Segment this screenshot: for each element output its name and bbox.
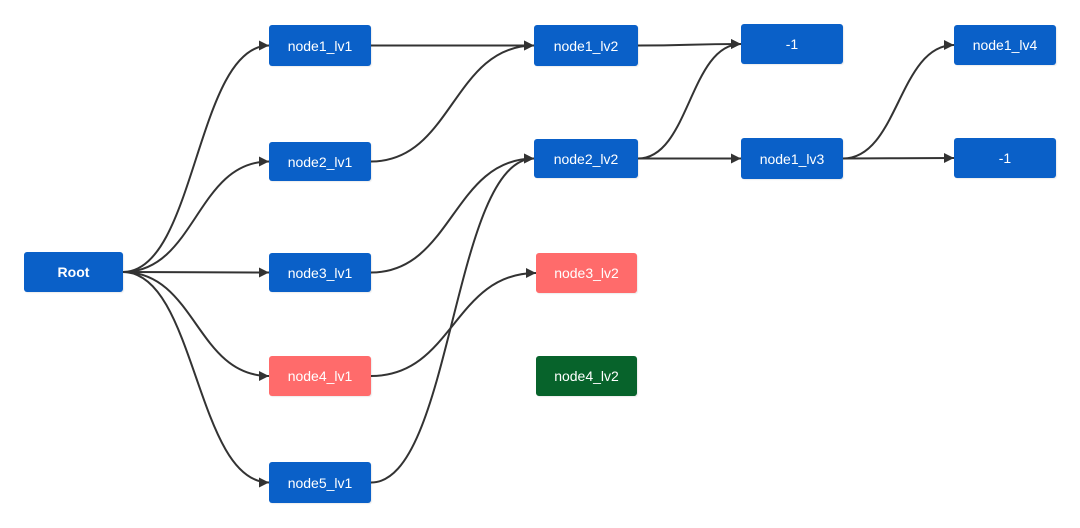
node-node1-lv2[interactable]: node1_lv2 <box>534 25 638 66</box>
node-root[interactable]: Root <box>24 252 123 292</box>
node-node3-lv2[interactable]: node3_lv2 <box>536 253 637 293</box>
edge-root-to-node4-lv1 <box>122 271 270 381</box>
node-node1-lv3[interactable]: node1_lv3 <box>741 138 843 179</box>
node-node1-lv4[interactable]: node1_lv4 <box>954 25 1056 65</box>
edge-root-to-node2-lv1 <box>122 156 270 273</box>
node-neg1-b[interactable]: -1 <box>954 138 1056 178</box>
edge-root-to-node3-lv1 <box>122 267 270 278</box>
node-node4-lv2[interactable]: node4_lv2 <box>536 356 637 396</box>
edge-node2-lv2-to-neg1-a <box>637 39 742 160</box>
edge-node1-lv2-to-neg1-a <box>637 39 742 50</box>
node-neg1-a[interactable]: -1 <box>741 24 843 64</box>
edge-node2-lv1-to-node1-lv2 <box>370 40 535 163</box>
edge-node5-lv1-to-node2-lv2 <box>370 153 535 484</box>
edge-root-to-node1-lv1 <box>122 40 270 273</box>
node-node4-lv1[interactable]: node4_lv1 <box>269 356 371 396</box>
edge-node4-lv1-to-node3-lv2 <box>370 268 537 377</box>
node-node5-lv1[interactable]: node5_lv1 <box>269 462 371 503</box>
edge-node1-lv3-to-neg1-b <box>842 153 955 164</box>
node-node2-lv1[interactable]: node2_lv1 <box>269 142 371 181</box>
node-node3-lv1[interactable]: node3_lv1 <box>269 253 371 292</box>
edge-node3-lv1-to-node2-lv2 <box>370 153 535 274</box>
edge-node1-lv3-to-node1-lv4 <box>842 40 955 160</box>
node-node2-lv2[interactable]: node2_lv2 <box>534 139 638 178</box>
node-node1-lv1[interactable]: node1_lv1 <box>269 25 371 66</box>
edge-root-to-node5-lv1 <box>122 271 270 488</box>
